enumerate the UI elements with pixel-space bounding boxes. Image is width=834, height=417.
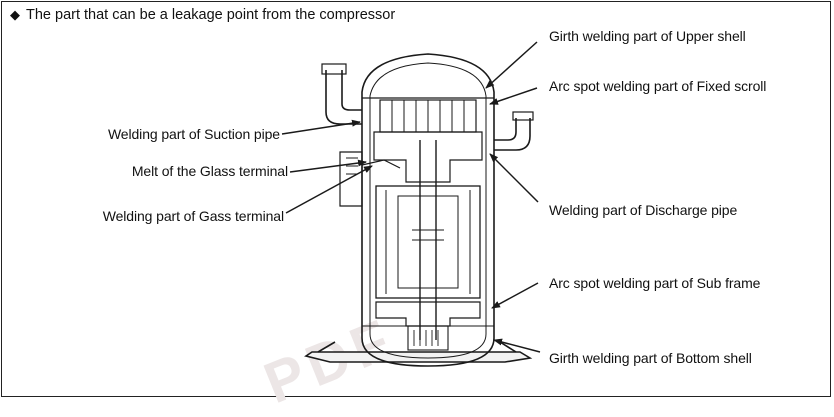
arrow-sub-frame bbox=[491, 282, 539, 309]
compressor-body bbox=[304, 53, 534, 367]
label-sub-frame: Arc spot welding part of Sub frame bbox=[549, 275, 761, 291]
arrow-bottom-shell bbox=[493, 338, 541, 353]
label-upper-shell: Girth welding part of Upper shell bbox=[549, 28, 746, 44]
label-discharge-pipe: Welding part of Discharge pipe bbox=[549, 202, 738, 218]
compressor-cutaway-drawing bbox=[281, 41, 541, 367]
arrow-upper-shell bbox=[485, 41, 538, 89]
diamond-bullet-icon: ◆ bbox=[10, 7, 20, 22]
leader-arrows bbox=[281, 41, 541, 353]
arrow-gass-terminal bbox=[285, 165, 373, 214]
label-gass-terminal: Welding part of Gass terminal bbox=[102, 208, 284, 224]
arrow-discharge-pipe bbox=[489, 153, 539, 203]
arrow-glass-terminal bbox=[289, 159, 367, 173]
arrow-fixed-scroll bbox=[489, 87, 538, 105]
label-fixed-scroll: Arc spot welding part of Fixed scroll bbox=[549, 78, 767, 94]
arrow-suction-pipe bbox=[281, 119, 361, 135]
label-glass-terminal: Melt of the Glass terminal bbox=[131, 163, 288, 179]
heading-text: The part that can be a leakage point fro… bbox=[26, 7, 396, 23]
label-bottom-shell: Girth welding part of Bottom shell bbox=[549, 350, 752, 366]
diagram-frame bbox=[1, 1, 831, 397]
label-suction-pipe: Welding part of Suction pipe bbox=[107, 126, 280, 142]
diagram-heading: ◆ The part that can be a leakage point fr… bbox=[10, 7, 395, 23]
